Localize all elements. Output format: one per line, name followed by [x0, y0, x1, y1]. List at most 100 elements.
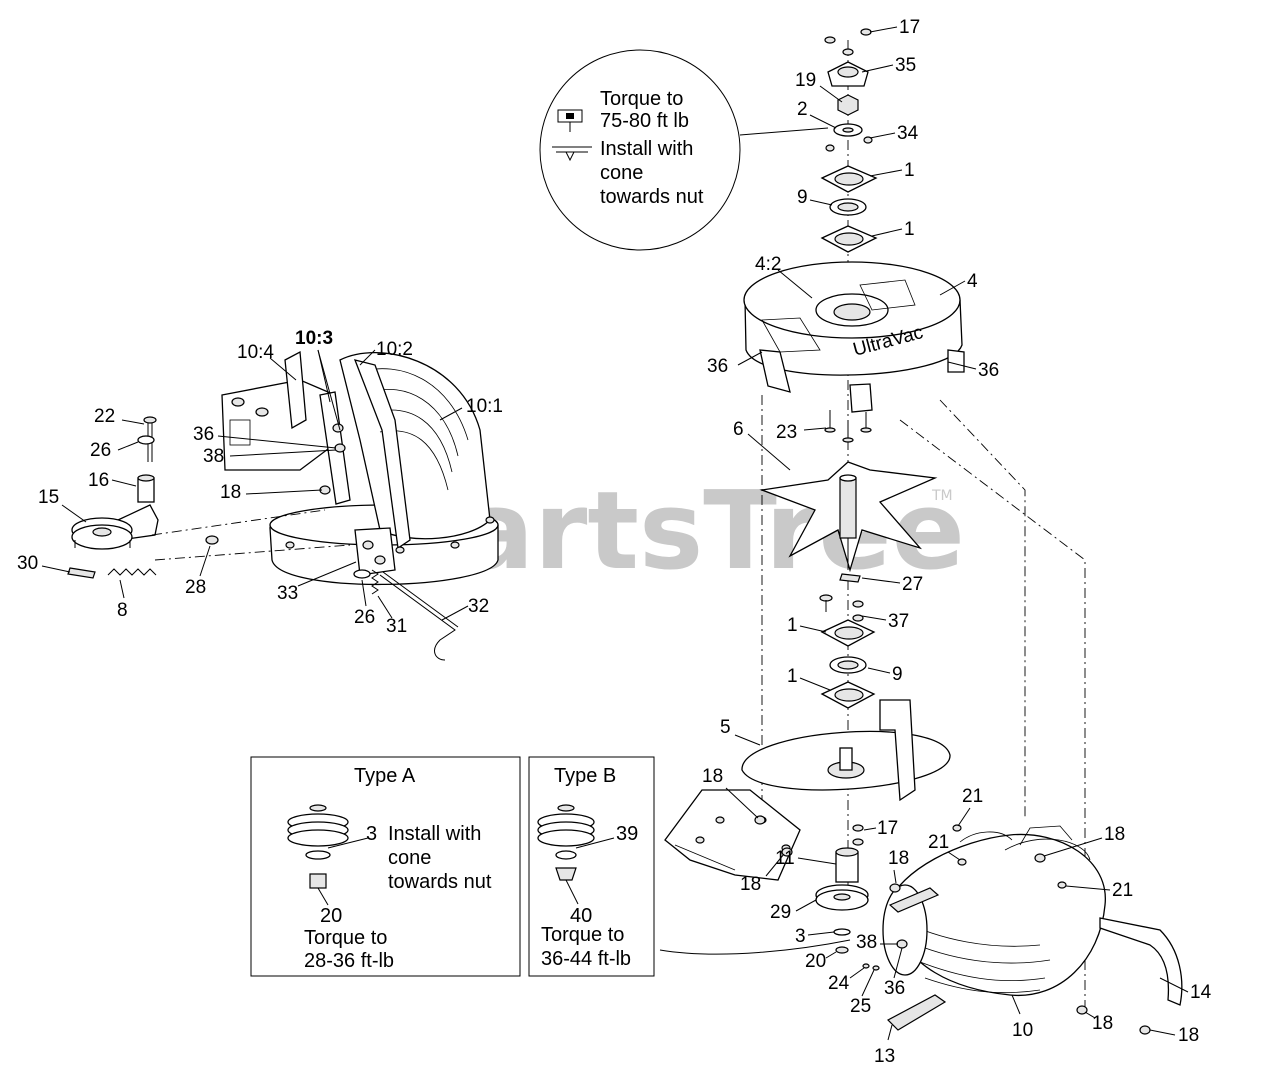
nut-18c — [889, 883, 901, 893]
callout-10: 10 — [1012, 1020, 1033, 1041]
type-a-torque1: Torque to — [304, 927, 387, 949]
screw-21b — [957, 858, 967, 866]
type-a-note2: cone — [388, 847, 431, 869]
type-b-part-bottom: 40 — [570, 905, 592, 927]
type-a-part-top: 3 — [366, 823, 377, 845]
callout-19: 19 — [795, 70, 816, 91]
flange-1a-hole — [834, 172, 864, 186]
callout-18a: 18 — [702, 766, 723, 787]
plate-10-4 — [221, 379, 341, 471]
detail-bubble-leader — [739, 127, 829, 136]
screw-21c — [1057, 881, 1067, 889]
type-a-box: Type A 3 Install with cone towards nut 2… — [250, 756, 521, 977]
callout-1b: 1 — [904, 219, 915, 240]
impeller-hub-top — [839, 474, 857, 482]
nut-20 — [835, 946, 849, 954]
callout-14: 14 — [1190, 982, 1212, 1003]
type-a-pulley-icon — [287, 804, 349, 889]
washer-2-hole — [842, 127, 854, 133]
callout-13: 13 — [874, 1046, 895, 1067]
detail-bubble-line5: towards nut — [600, 186, 704, 208]
flange-1d-hole — [834, 688, 864, 702]
callout-16: 16 — [88, 470, 109, 491]
callout-36b: 36 — [978, 360, 999, 381]
callout-33: 33 — [277, 583, 298, 604]
callout-36c: 36 — [884, 978, 905, 999]
type-a-note1: Install with — [388, 823, 481, 845]
type-a-title: Type A — [354, 765, 416, 787]
callout-23: 23 — [776, 422, 797, 443]
callout-17b: 17 — [877, 818, 898, 839]
leader-lines — [41, 26, 1189, 1041]
nut-18d — [1076, 1005, 1088, 1015]
callout-26a: 26 — [90, 440, 111, 461]
callout-38b: 38 — [203, 446, 224, 467]
washer-26a — [137, 435, 155, 445]
bracket-10-2 — [353, 359, 411, 550]
rod-32 — [379, 574, 456, 661]
callout-30: 30 — [17, 553, 38, 574]
washer-26b — [353, 569, 371, 579]
callout-38a: 38 — [856, 932, 877, 953]
impeller-6 — [759, 461, 938, 573]
nut-38 — [896, 939, 908, 949]
type-a-leader-arc — [659, 939, 851, 955]
washer-3 — [833, 928, 851, 936]
callout-5: 5 — [720, 717, 731, 738]
cap-35-hole — [837, 66, 859, 78]
callout-35: 35 — [895, 55, 916, 76]
callout-1d: 1 — [787, 666, 798, 687]
detail-bubble-line1: Torque to — [600, 88, 683, 110]
bolts-23 — [824, 410, 872, 443]
callout-labels: 17 35 19 2 34 1 9 1 4:2 4 36 36 23 6 27 … — [17, 17, 1212, 1067]
screw-24 — [862, 963, 870, 969]
callout-1c: 1 — [787, 615, 798, 636]
assy-line-2 — [939, 399, 1026, 820]
key-27 — [839, 573, 861, 583]
top-hardware-stack — [820, 28, 878, 253]
flange-1c-hole — [834, 626, 864, 640]
nut-17b — [842, 48, 854, 56]
base-shaft — [839, 747, 853, 771]
screw-21a — [952, 824, 962, 832]
nut-18f — [1034, 853, 1046, 863]
base-bracket — [879, 699, 916, 802]
discharge-chute-10 — [882, 825, 1106, 997]
bearing-9b-hole — [837, 660, 859, 670]
bearing-9a-hole — [837, 202, 859, 212]
callout-29: 29 — [770, 902, 791, 923]
callout-6: 6 — [733, 419, 744, 440]
watermark-tm: TM — [931, 488, 953, 504]
callout-34: 34 — [897, 123, 919, 144]
nut-34 — [863, 136, 873, 144]
callout-21c: 21 — [1112, 880, 1133, 901]
housing-hub-hole — [833, 303, 871, 321]
callout-10-4: 10:4 — [237, 342, 274, 363]
detail-bubble-circle — [539, 49, 741, 251]
callout-2: 2 — [797, 99, 808, 120]
callout-9a: 9 — [797, 187, 808, 208]
callout-3: 3 — [795, 926, 806, 947]
spring-31 — [371, 569, 379, 595]
type-b-torque1: Torque to — [541, 924, 624, 946]
nut-17c — [860, 28, 872, 36]
detail-bubble-line2: 75-80 ft lb — [600, 110, 689, 132]
callout-31: 31 — [386, 616, 407, 637]
callout-18b: 18 — [740, 874, 761, 895]
nut-17a — [824, 36, 836, 44]
callout-9b: 9 — [892, 664, 903, 685]
callout-4-2: 4:2 — [755, 254, 781, 275]
spacer-11-top — [835, 847, 859, 857]
strap-14 — [1099, 917, 1183, 1006]
type-a-torque2: 28-36 ft-lb — [304, 950, 394, 972]
callout-10-3: 10:3 — [295, 328, 333, 349]
housing-4: UltraVac — [743, 261, 965, 413]
lower-bracket — [354, 527, 396, 576]
detail-bubble-line4: cone — [600, 162, 643, 184]
callout-18d: 18 — [1092, 1013, 1113, 1034]
pulley-29-hole — [833, 893, 851, 901]
type-b-box: Type B 39 40 Torque to 36-44 ft-lb — [528, 756, 655, 977]
callout-21a: 21 — [962, 786, 983, 807]
callout-36d: 36 — [193, 424, 214, 445]
bushing-28 — [205, 535, 219, 545]
